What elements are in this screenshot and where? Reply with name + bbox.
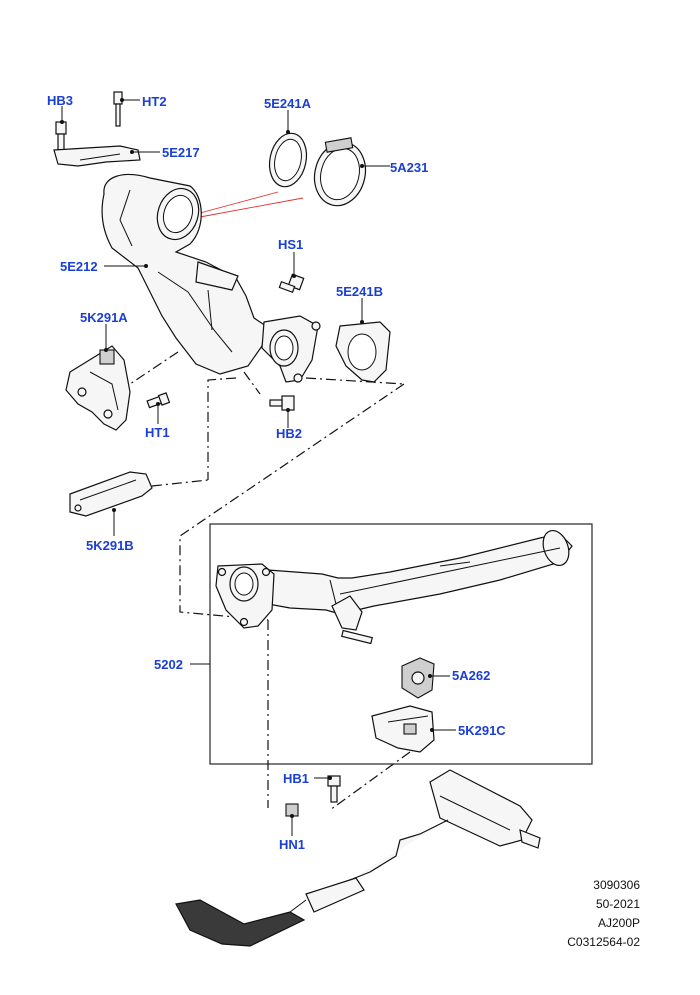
assembly-guide-line bbox=[179, 383, 405, 621]
leader-lines bbox=[61, 99, 456, 836]
callout-hb1: HB1 bbox=[283, 771, 310, 786]
callout-5e241b: 5E241B bbox=[336, 284, 383, 299]
part-5a231-clamp bbox=[313, 137, 367, 207]
reference-model: AJ200P bbox=[597, 916, 640, 930]
callout-5e217: 5E217 bbox=[162, 145, 200, 160]
callout-5k291c: 5K291C bbox=[458, 723, 506, 738]
assembly-guide-line bbox=[151, 479, 209, 487]
part-5e212-converter bbox=[101, 173, 267, 375]
callout-5e241a: 5E241A bbox=[264, 96, 311, 111]
part-5e241a-gasket bbox=[268, 132, 308, 188]
exhaust-system-overview bbox=[175, 769, 541, 947]
callout-5a231: 5A231 bbox=[390, 160, 429, 175]
callout-ht1: HT1 bbox=[145, 425, 170, 440]
reference-number: 3090306 bbox=[593, 878, 640, 892]
callout-ht2: HT2 bbox=[142, 94, 167, 109]
hb1-bolt bbox=[327, 775, 341, 803]
part-5k291c-bracket bbox=[371, 705, 435, 753]
reference-date: 50-2021 bbox=[595, 897, 640, 911]
pipe-stud bbox=[340, 629, 374, 645]
callout-hs1: HS1 bbox=[278, 237, 304, 252]
callout-hn1: HN1 bbox=[279, 837, 306, 852]
reference-code: C0312564-02 bbox=[567, 935, 640, 949]
callout-5k291a: 5K291A bbox=[80, 310, 128, 325]
callout-hb3: HB3 bbox=[47, 93, 74, 108]
part-5e241b-gasket bbox=[335, 321, 391, 383]
converter-outlet-flange bbox=[261, 315, 321, 383]
hs1-stud bbox=[278, 273, 305, 293]
part-5k291b-shield bbox=[69, 471, 153, 517]
section-5202-frame bbox=[209, 523, 593, 765]
part-5202-pipe bbox=[215, 529, 573, 631]
assembly-guide-line bbox=[207, 377, 237, 480]
hb2-bolt bbox=[269, 395, 295, 411]
assembly-guide-line bbox=[329, 751, 411, 811]
part-5k291a-bracket bbox=[65, 345, 131, 431]
callout-5202: 5202 bbox=[154, 657, 183, 672]
ht2-sensor bbox=[113, 91, 123, 127]
alignment-line bbox=[199, 197, 304, 218]
assembly-guide-line bbox=[129, 351, 179, 385]
assembly-guide-line bbox=[305, 377, 405, 385]
callout-5a262: 5A262 bbox=[452, 668, 491, 683]
callout-5e212: 5E212 bbox=[60, 259, 98, 274]
callout-hb2: HB2 bbox=[276, 426, 303, 441]
ht1-bolt bbox=[146, 392, 171, 409]
callout-5k291b: 5K291B bbox=[86, 538, 134, 553]
leader-dots bbox=[60, 98, 434, 818]
alignment-line bbox=[199, 191, 279, 214]
assembly-guide-line bbox=[243, 371, 261, 395]
part-5e217-bracket bbox=[53, 145, 141, 167]
part-5a262-insulator bbox=[401, 657, 435, 699]
